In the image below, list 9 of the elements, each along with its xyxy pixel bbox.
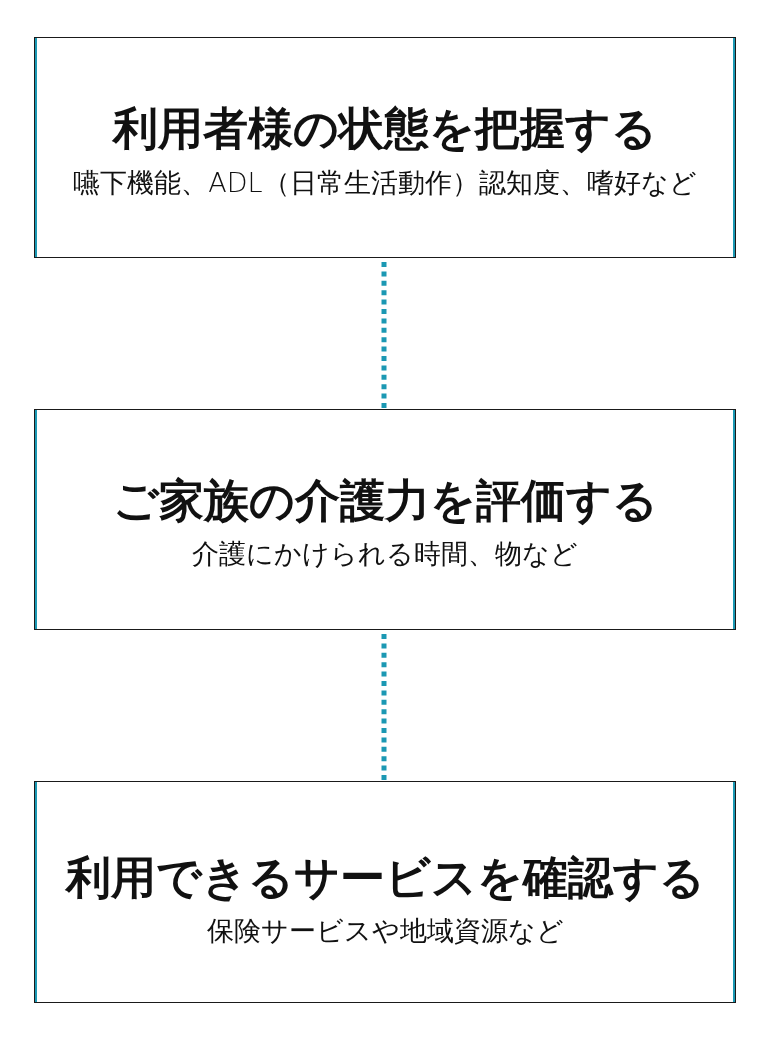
step-title: 利用者様の状態を把握する [113, 102, 657, 156]
step-title: ご家族の介護力を評価する [112, 474, 658, 528]
step-box [34, 37, 736, 258]
step-title: 利用できるサービスを確認する [65, 851, 705, 905]
step-box [34, 409, 736, 630]
step-description: 保険サービスや地域資源など [206, 914, 564, 948]
step-description: 介護にかけられる時間、物など [192, 537, 578, 571]
step-box [34, 781, 736, 1003]
step-description: 嚥下機能、ADL（日常生活動作）認知度、嗜好など [73, 166, 697, 200]
